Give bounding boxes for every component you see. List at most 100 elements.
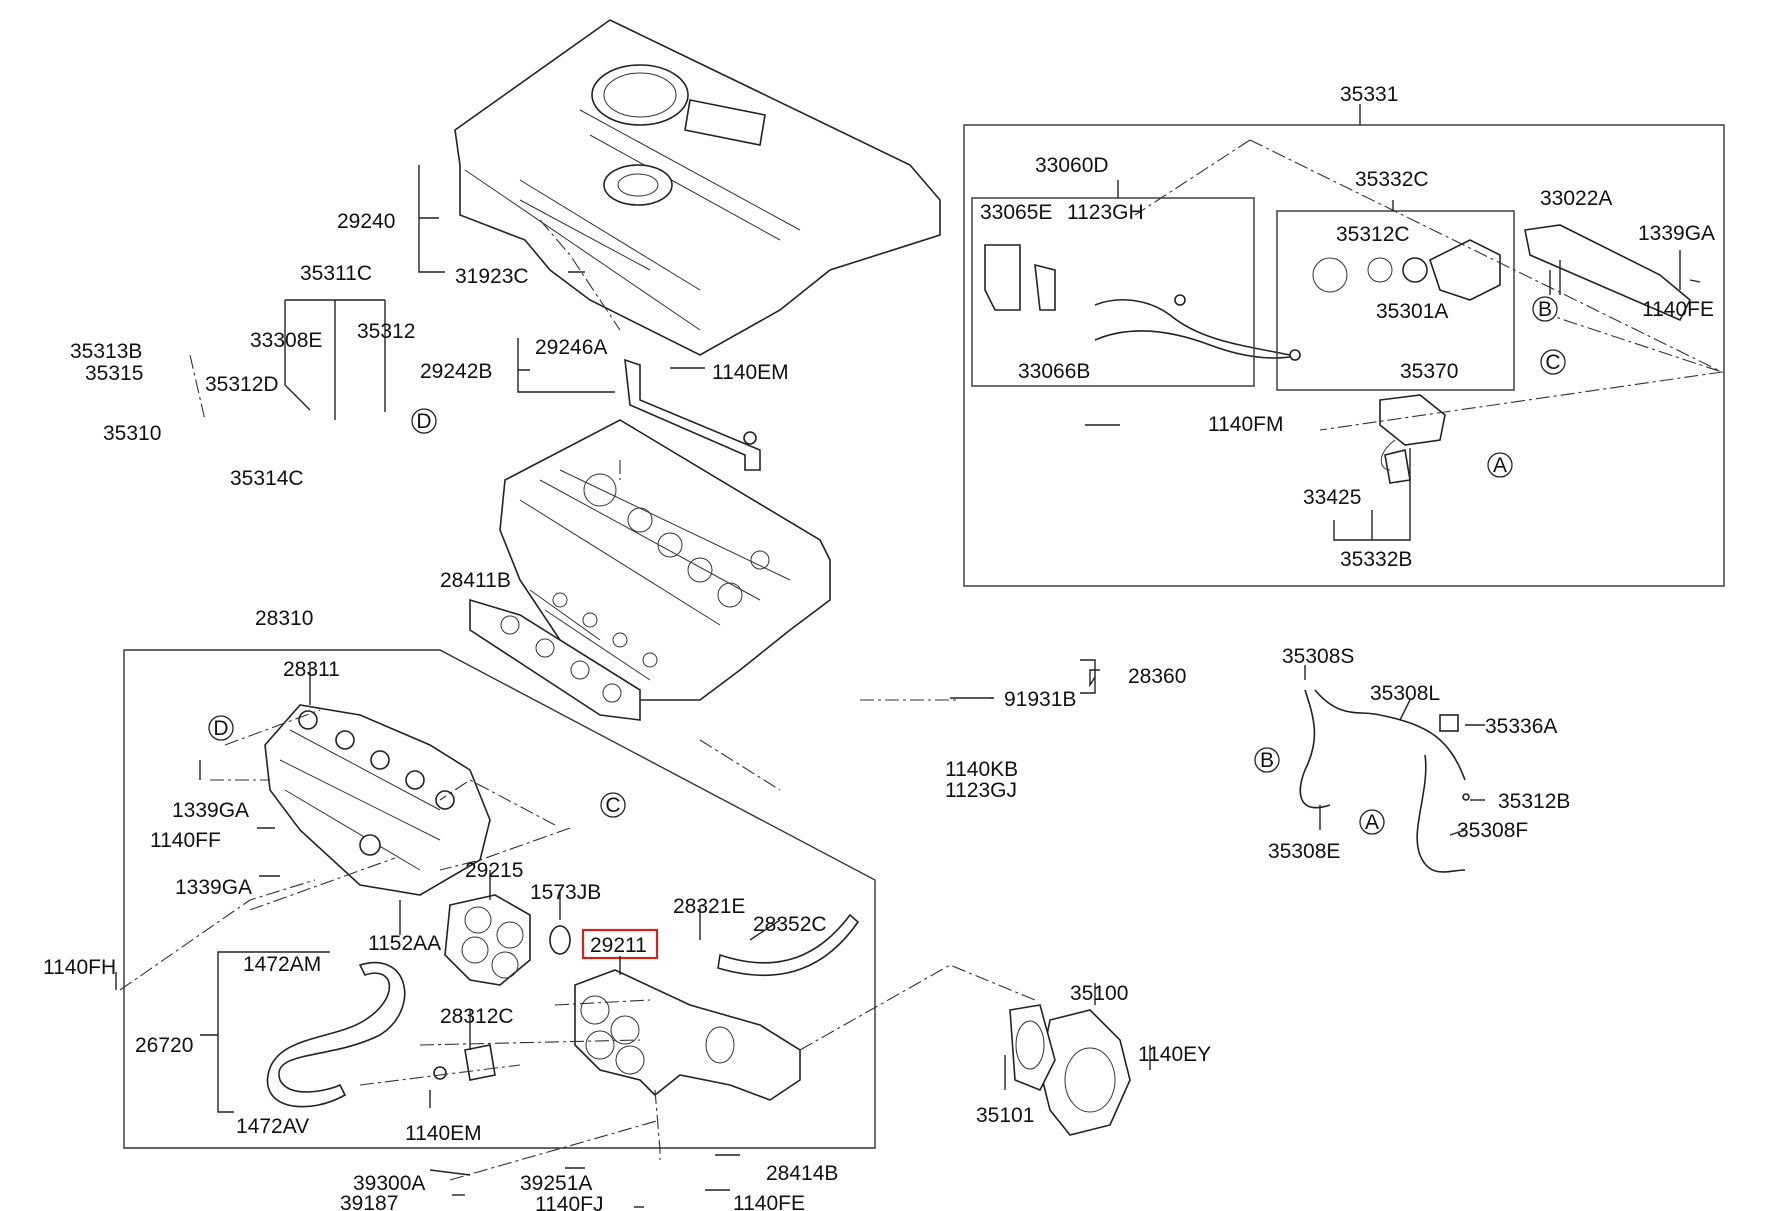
label-35311c: 35311C — [300, 262, 372, 285]
label-29211: 29211 — [590, 934, 647, 957]
callout-a-label: A — [1493, 454, 1507, 477]
label-1140kb: 1140KB — [945, 758, 1018, 781]
label-35310: 35310 — [103, 422, 161, 445]
label-35336a: 35336A — [1485, 715, 1557, 738]
bracket-illustration — [624, 358, 761, 471]
intake-gasket-illustration — [469, 598, 641, 721]
label-1140fj: 1140FJ — [535, 1193, 604, 1211]
label-33060d: 33060D — [1035, 154, 1109, 177]
sub-frame-28310 — [123, 649, 876, 1149]
fuel-system-frame — [963, 124, 1725, 587]
label-35312: 35312 — [357, 320, 415, 343]
label-1140fm: 1140FM — [1208, 413, 1283, 436]
label-91931b: 91931B — [1004, 688, 1076, 711]
label-1140fe-top: 1140FE — [1642, 298, 1714, 321]
label-28310: 28310 — [255, 607, 313, 630]
label-35101: 35101 — [976, 1104, 1034, 1127]
label-1472av: 1472AV — [236, 1115, 309, 1138]
hose-26720-illustration — [266, 962, 406, 1108]
engine-cover-illustration — [454, 19, 941, 356]
label-1123gj: 1123GJ — [945, 779, 1017, 802]
label-1140fe-low: 1140FE — [733, 1192, 805, 1211]
callout-d-lower: D — [208, 715, 234, 741]
label-39187: 39187 — [340, 1192, 398, 1211]
label-1140em-top: 1140EM — [712, 361, 789, 384]
label-33065e: 33065E — [980, 201, 1052, 224]
label-1140fh: 1140FH — [43, 956, 116, 979]
label-1339ga-mid: 1339GA — [172, 799, 249, 822]
label-35308s: 35308S — [1282, 645, 1354, 668]
label-35312c: 35312C — [1336, 223, 1410, 246]
callout-d-label: D — [416, 410, 431, 433]
cylinder-head-illustration — [499, 419, 831, 701]
throttle-body-illustration — [1009, 1004, 1131, 1136]
label-1123gh: 1123GH — [1067, 201, 1144, 224]
label-39300a: 39300A — [353, 1172, 425, 1195]
label-35308e: 35308E — [1268, 840, 1340, 863]
o-ring-illustration — [549, 925, 571, 955]
callout-c-label: C — [1545, 351, 1560, 374]
label-33308e: 33308E — [250, 329, 322, 352]
label-29242b: 29242B — [420, 360, 492, 383]
label-1152aa: 1152AA — [368, 932, 441, 955]
callout-a-lower: A — [1359, 809, 1385, 835]
sub-frame-33060d — [971, 197, 1255, 387]
label-35331: 35331 — [1340, 83, 1398, 106]
label-28321e: 28321E — [673, 895, 745, 918]
label-35370: 35370 — [1400, 360, 1458, 383]
label-35312b: 35312B — [1498, 790, 1570, 813]
label-28360: 28360 — [1128, 665, 1186, 688]
callout-a-upper: A — [1487, 452, 1513, 478]
label-29246a: 29246A — [535, 336, 607, 359]
part-labels: 35331 29240 31923C 35311C 33308E 35312 3… — [43, 83, 1715, 1211]
label-35313b: 35313B — [70, 340, 142, 363]
label-1339ga-top: 1339GA — [1638, 222, 1715, 245]
label-26720: 26720 — [135, 1034, 193, 1057]
label-35314c: 35314C — [230, 467, 304, 490]
fuel-injector-group-illustration — [984, 224, 1691, 484]
callout-c-lower: C — [600, 792, 626, 818]
label-31923c: 31923C — [455, 265, 529, 288]
adapter-29211-illustration — [574, 969, 801, 1101]
label-35301a: 35301A — [1376, 300, 1448, 323]
label-1472am: 1472AM — [243, 953, 321, 976]
hose-28352c-illustration — [717, 913, 860, 976]
label-28414b: 28414B — [766, 1162, 838, 1185]
callout-b-label-2: B — [1260, 749, 1274, 772]
label-39251a: 39251A — [520, 1172, 592, 1195]
label-1339ga-low: 1339GA — [175, 876, 252, 899]
label-35308l: 35308L — [1370, 682, 1440, 705]
callout-b-lower: B — [1254, 747, 1280, 773]
callout-b-upper: B — [1532, 296, 1558, 322]
label-33425: 33425 — [1303, 486, 1361, 509]
label-28352c: 28352C — [753, 913, 827, 936]
label-28312c: 28312C — [440, 1005, 514, 1028]
leader-lines — [115, 104, 1701, 1208]
label-28311: 28311 — [283, 658, 340, 681]
label-35312d: 35312D — [205, 373, 279, 396]
label-35315: 35315 — [85, 362, 143, 385]
label-29215: 29215 — [465, 859, 523, 882]
label-1140ey: 1140EY — [1138, 1043, 1211, 1066]
label-35100: 35100 — [1070, 982, 1128, 1005]
callout-b-label: B — [1538, 298, 1552, 321]
callout-c-label-2: C — [605, 794, 620, 817]
label-35308f: 35308F — [1457, 819, 1528, 842]
label-29240: 29240 — [337, 210, 395, 233]
label-28411b: 28411B — [440, 569, 511, 592]
label-35332b: 35332B — [1340, 548, 1412, 571]
fuel-hoses-illustration — [1299, 689, 1470, 873]
label-1140ff: 1140FF — [150, 829, 221, 852]
callout-c-upper: C — [1540, 349, 1566, 375]
label-35332c-top: 35332C — [1355, 168, 1429, 191]
callout-d-label-2: D — [213, 717, 228, 740]
callout-d-upper: D — [411, 408, 437, 434]
label-33066b: 33066B — [1018, 360, 1090, 383]
label-33022a: 33022A — [1540, 187, 1612, 210]
callout-a-label-2: A — [1365, 811, 1379, 834]
label-1140em-low: 1140EM — [405, 1122, 482, 1145]
intake-manifold-illustration — [264, 704, 491, 896]
gasket-29215-illustration — [444, 894, 531, 986]
label-1573jb: 1573JB — [530, 881, 601, 904]
